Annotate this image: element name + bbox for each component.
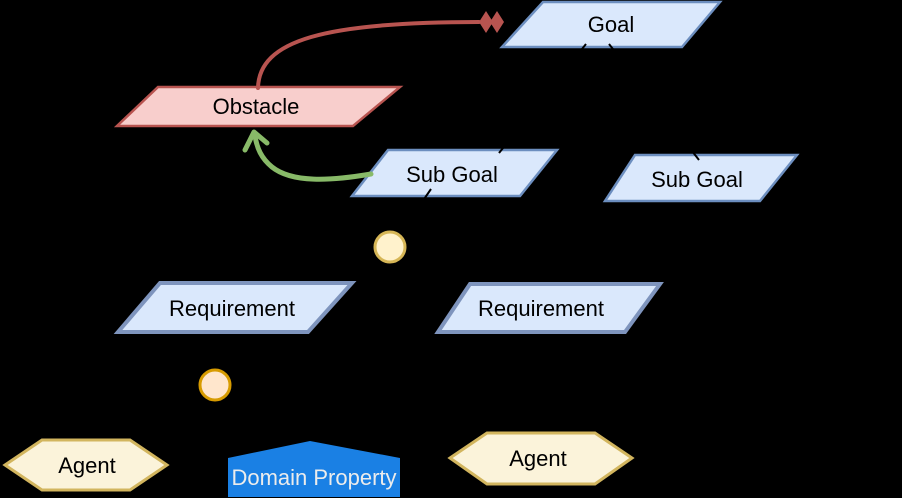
obstacle-node: Obstacle [113, 85, 404, 128]
subgoal-right-node: Sub Goal [602, 153, 800, 203]
agent-right-node: Agent [447, 431, 635, 486]
or-refinement-circle[interactable] [198, 368, 232, 402]
refinement-line-circle2-domainprop[interactable] [223, 396, 313, 450]
agent-right-label: Agent [509, 446, 567, 471]
obstacle-shape[interactable] [113, 85, 404, 128]
refinement-lines [84, 43, 700, 450]
refinement-line-goal-subgoal-right[interactable] [608, 43, 700, 161]
agent-left-label: Agent [58, 453, 116, 478]
domain-property-shape[interactable] [228, 441, 400, 497]
goal-shape[interactable] [499, 0, 723, 49]
requirement-right-shape[interactable] [434, 282, 664, 334]
refinement-line-goal-subgoal-left[interactable] [498, 43, 587, 154]
requirement-right-label: Requirement [478, 296, 604, 321]
requirement-right-node: Requirement [434, 282, 664, 334]
double-diamond-arrowhead-icon [479, 11, 493, 33]
resolution-edge-group [242, 129, 374, 182]
refinement-line-req-circle2[interactable] [212, 326, 229, 374]
goal-label: Goal [588, 12, 634, 37]
subgoal-right-shape[interactable] [602, 153, 800, 203]
open-arrowhead-icon [242, 129, 270, 153]
requirement-left-shape[interactable] [113, 281, 357, 334]
double-diamond-arrowhead-icon [490, 11, 504, 33]
requirement-left-label: Requirement [169, 296, 295, 321]
subgoal-left-node: Sub Goal [349, 148, 560, 198]
subgoal-left-label: Sub Goal [406, 162, 498, 187]
resolution-edge[interactable] [252, 133, 374, 182]
subgoal-right-label: Sub Goal [651, 167, 743, 192]
refinement-line-circle2-agent[interactable] [84, 395, 207, 442]
and-refinement-circle[interactable] [373, 230, 407, 264]
domain-property-node: Domain Property [228, 441, 400, 497]
obstruction-edge-group [256, 11, 504, 90]
agent-left-node: Agent [2, 438, 170, 492]
obstruction-edge[interactable] [256, 20, 481, 90]
domain-property-label: Domain Property [231, 465, 396, 490]
obstacle-label: Obstacle [213, 94, 300, 119]
requirement-left-node: Requirement [113, 281, 357, 334]
refinement-line-req-agent-right[interactable] [537, 327, 541, 437]
goal-node: Goal [499, 0, 723, 49]
agent-right-shape[interactable] [447, 431, 635, 486]
agent-left-shape[interactable] [2, 438, 170, 492]
refinement-line-circle-subgoal[interactable] [395, 188, 432, 241]
